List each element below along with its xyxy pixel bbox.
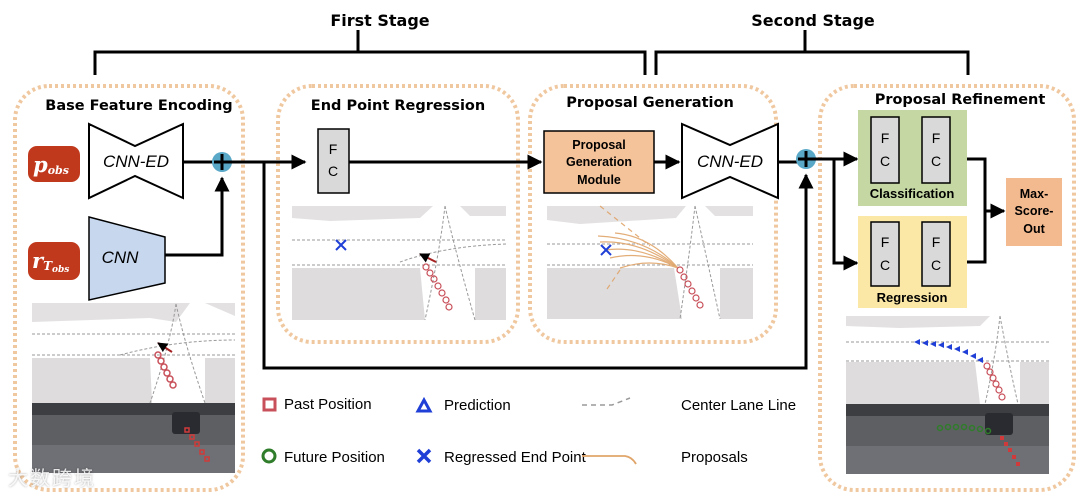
x-icon — [416, 448, 432, 464]
module-base-feature-encoding — [13, 84, 245, 492]
refinement-scene-image — [846, 315, 1049, 474]
skip-connection-arrow — [262, 162, 814, 370]
legend-item-past-position: Past Position — [262, 396, 372, 413]
endpoint-map-image — [292, 205, 507, 321]
svg-text:rTobs: rTobs — [32, 248, 69, 275]
fc-label-bottom: C — [931, 153, 941, 169]
legend-label: Regressed End Point — [444, 449, 587, 466]
second-stage-label: Second Stage — [751, 11, 875, 30]
classification-label: Classification — [870, 186, 955, 201]
classification-head: F C F C Classification — [858, 110, 967, 206]
legend-label: Center Lane Line — [681, 397, 796, 414]
input-r-subscript: T — [43, 259, 53, 273]
legend: Past Position Prediction Center Lane Lin… — [261, 396, 796, 466]
base-scene-image — [32, 303, 236, 473]
fc-label-bottom: C — [328, 163, 338, 179]
curve-line-icon — [582, 455, 637, 465]
pgm-label-line1: Proposal — [572, 138, 626, 152]
legend-item-future-position: Future Position — [261, 448, 385, 466]
fc-label-top: F — [881, 234, 890, 250]
fc-label-bottom: C — [880, 257, 890, 273]
module-title-end-point-regression: End Point Regression — [311, 98, 485, 114]
pgm-label-line3: Module — [577, 173, 621, 187]
sum-node-1 — [212, 152, 232, 172]
regression-label: Regression — [877, 290, 948, 305]
legend-label: Proposals — [681, 449, 748, 466]
legend-item-prediction: Prediction — [415, 396, 511, 414]
legend-label: Prediction — [444, 397, 511, 414]
fc-label-bottom: C — [880, 153, 890, 169]
input-p-obs: pobs — [28, 146, 80, 182]
cnn-ed-label: CNN-ED — [103, 152, 169, 171]
max-score-out-line2: Score- — [1015, 204, 1054, 218]
watermark: 大数跨境 — [8, 466, 96, 490]
module-title-proposal-generation: Proposal Generation — [566, 95, 734, 111]
module-proposal-generation — [528, 84, 778, 344]
fc-label-top: F — [932, 234, 941, 250]
regression-head: F C F C Regression — [858, 216, 967, 308]
pgm-label-line2: Generation — [566, 155, 632, 169]
fc-label-top: F — [329, 141, 338, 157]
circle-icon — [261, 448, 277, 464]
proposal-map-image — [547, 205, 753, 320]
sum-node-2 — [796, 149, 816, 169]
fc-block-endpoint: F C — [317, 128, 350, 194]
max-score-out-line1: Max- — [1020, 187, 1048, 201]
max-score-out-block: Max- Score- Out — [1006, 178, 1062, 246]
cnn-ed-label-2: CNN-ED — [697, 152, 763, 171]
legend-label: Past Position — [284, 396, 372, 413]
input-r-sub-subscript: obs — [52, 265, 69, 275]
fc-label-bottom: C — [931, 257, 941, 273]
dashed-line-icon — [582, 397, 631, 406]
fc-label-top: F — [881, 130, 890, 146]
first-stage-label: First Stage — [330, 11, 429, 30]
fc-label-top: F — [932, 130, 941, 146]
svg-text:pobs: pobs — [33, 152, 69, 177]
input-p-subscript: obs — [48, 164, 69, 177]
input-r-symbol: r — [32, 248, 45, 273]
cnn-ed-encoder-decoder: CNN-ED — [88, 122, 184, 200]
first-stage-bracket: First Stage — [93, 11, 647, 75]
legend-item-center-lane-line: Center Lane Line — [582, 397, 796, 414]
module-end-point-regression — [276, 84, 520, 344]
input-p-symbol: p — [33, 152, 48, 177]
legend-item-proposals: Proposals — [582, 449, 748, 466]
second-stage-bracket: Second Stage — [654, 11, 970, 75]
cnn-ed-proposal: CNN-ED — [681, 122, 779, 200]
square-icon — [262, 397, 277, 412]
max-score-out-line3: Out — [1023, 222, 1045, 236]
legend-label: Future Position — [284, 449, 385, 466]
cnn-block: CNN — [88, 216, 166, 301]
legend-item-regressed-end-point: Regressed End Point — [416, 448, 587, 466]
module-title-proposal-refinement: Proposal Refinement — [875, 92, 1046, 108]
triangle-icon — [415, 396, 433, 413]
input-r-tobs: rTobs — [28, 242, 80, 280]
module-title-base-feature-encoding: Base Feature Encoding — [45, 98, 232, 114]
proposal-generation-module: Proposal Generation Module — [543, 130, 655, 194]
module-proposal-refinement — [818, 84, 1076, 492]
cnn-label: CNN — [102, 248, 140, 267]
